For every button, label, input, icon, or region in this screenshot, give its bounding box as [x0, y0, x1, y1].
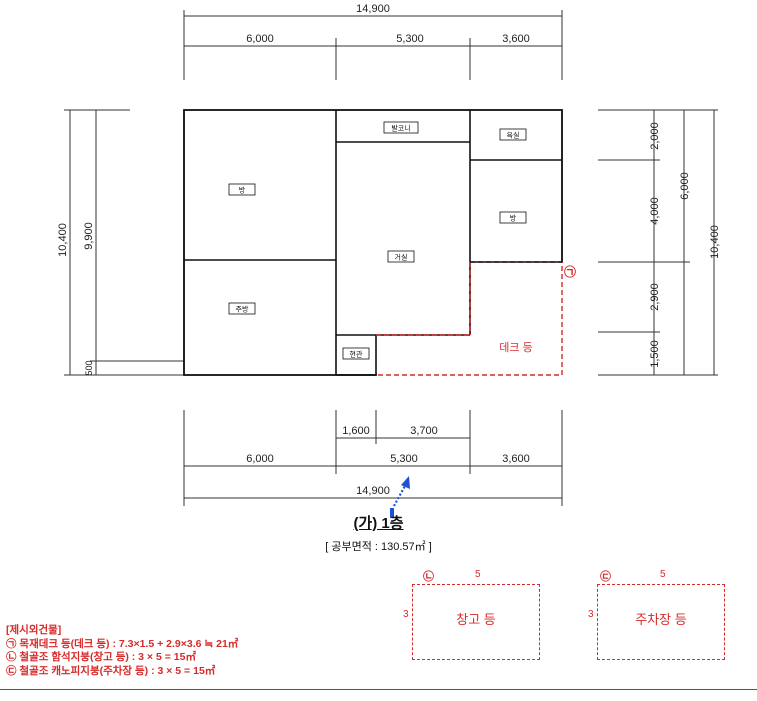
bottom-dimension-2: 5,300 — [390, 453, 418, 465]
right-dimension-3: 2,900 — [649, 283, 661, 311]
room-label-balcony: 발코니 — [391, 124, 410, 133]
annex-parking-width: 5 — [660, 569, 666, 580]
annex-storage-width: 5 — [475, 569, 481, 580]
annex-storage-marker: ㉡ — [423, 571, 434, 583]
right-total-dimension: 10,400 — [709, 225, 721, 259]
top-dimension-1: 6,000 — [246, 33, 274, 45]
room-label-room-a: 방 — [239, 186, 246, 195]
top-dimension-3: 3,600 — [502, 33, 530, 45]
room-label-living: 거실 — [395, 253, 408, 262]
annex-parking-marker: ㉢ — [600, 571, 611, 583]
bottom-dimension-lines — [183, 410, 563, 506]
right-mid-dimension: 6,000 — [679, 172, 691, 200]
plan-area: [ 공부면적 : 130.57㎡ ] — [325, 541, 432, 553]
top-dimension-2: 5,300 — [396, 33, 424, 45]
left-outer-dimension: 10,400 — [57, 223, 69, 257]
annex-parking: ㉢ 5 3 주차장 등 — [588, 569, 725, 660]
bottom-dimension-1: 6,000 — [246, 453, 274, 465]
left-dimension-lines — [64, 109, 184, 376]
room-label-kitchen: 주방 — [236, 305, 249, 314]
left-small-dimension: 500 — [84, 360, 94, 375]
bottom-rule — [0, 689, 757, 690]
annex-storage-label: 창고 등 — [456, 612, 496, 627]
top-total-dimension: 14,900 — [356, 3, 390, 15]
right-dimension-lines — [598, 109, 718, 376]
building-walls-outer — [183, 109, 563, 376]
bottom-total-dimension: 14,900 — [356, 485, 390, 497]
legend-item-3: ㉢ 철골조 캐노피지붕(주차장 등) : 3 × 5 = 15㎡ — [6, 664, 216, 677]
annex-storage: ㉡ 5 3 창고 등 — [403, 569, 540, 660]
top-dimension-lines — [183, 10, 563, 80]
deck-area-bg-2 — [377, 336, 471, 376]
room-label-bath: 욕실 — [507, 131, 520, 140]
legend-item-1: ㉠ 목재데크 등(데크 등) : 7.3×1.5 + 2.9×3.6 ≒ 21㎡ — [6, 637, 239, 650]
bottom-inner-dimension-2: 3,700 — [410, 425, 438, 437]
right-dimension-1: 2,000 — [649, 122, 661, 150]
legend-item-2: ㉡ 철골조 함석지붕(창고 등) : 3 × 5 = 15㎡ — [6, 651, 196, 663]
room-label-room-b: 방 — [510, 214, 517, 223]
deck-area-bg — [471, 263, 563, 376]
bottom-inner-dimension-1: 1,600 — [342, 425, 370, 437]
legend-heading: [제시외건물] — [6, 624, 62, 636]
pointer-arrow — [390, 476, 410, 518]
annex-storage-height: 3 — [403, 609, 409, 620]
deck-marker: ㉠ — [564, 264, 576, 279]
deck-outline — [376, 261, 563, 376]
room-label-boxes — [228, 121, 527, 360]
deck-label: 데크 등 — [499, 341, 532, 354]
bottom-dimension-3: 3,600 — [502, 453, 530, 465]
annex-parking-height: 3 — [588, 609, 594, 620]
annex-parking-label: 주차장 등 — [635, 612, 687, 627]
left-inner-dimension: 9,900 — [83, 222, 95, 250]
right-dimension-2: 4,000 — [649, 197, 661, 225]
legend: [제시외건물] ㉠ 목재데크 등(데크 등) : 7.3×1.5 + 2.9×3… — [6, 624, 238, 678]
room-label-entrance: 현관 — [350, 350, 363, 359]
plan-title: (가) 1층 — [353, 515, 404, 532]
right-dimension-4: 1,500 — [649, 340, 661, 368]
